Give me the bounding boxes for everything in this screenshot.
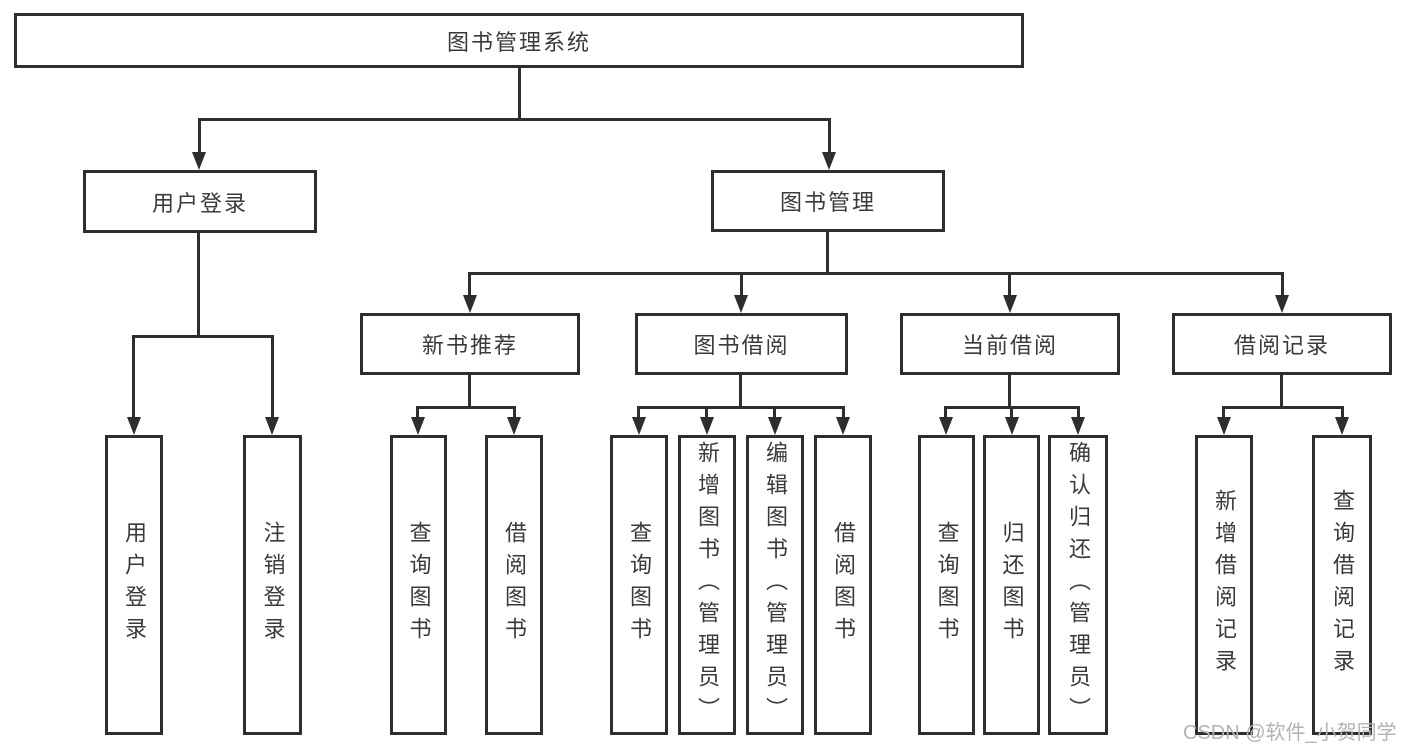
- connector-line: [1281, 272, 1284, 297]
- leaf-add-borrow-record: 新增借阅记录: [1195, 435, 1253, 735]
- leaf-label: 借阅图书: [502, 521, 527, 649]
- leaf-confirm-return-admin: 确认归还（管理员）: [1048, 435, 1108, 735]
- leaf-label: 查询图书: [627, 521, 652, 649]
- node-label: 图书借阅: [693, 333, 790, 358]
- arrowhead-icon: [1275, 295, 1289, 313]
- leaf-label: 新增图书（管理员）: [695, 441, 720, 729]
- connector-line: [198, 118, 831, 121]
- arrowhead-icon: [463, 295, 477, 313]
- csdn-watermark: CSDN @软件_小贺同学: [1183, 722, 1397, 744]
- connector-line: [468, 272, 1284, 275]
- leaf-user-login: 用户登录: [105, 435, 163, 735]
- arrowhead-icon: [1217, 417, 1231, 435]
- connector-line: [773, 406, 776, 419]
- node-label: 用户登录: [151, 190, 248, 216]
- connector-line: [637, 406, 845, 409]
- arrowhead-icon: [1071, 417, 1085, 435]
- connector-line: [1222, 406, 1225, 419]
- connector-line: [1077, 406, 1080, 419]
- connector-line: [198, 118, 201, 155]
- connector-line: [1008, 272, 1011, 297]
- node-label: 借阅记录: [1233, 333, 1330, 358]
- leaf-borrow-books-borrow: 借阅图书: [814, 435, 872, 735]
- connector-line: [842, 406, 845, 419]
- connector-line: [416, 406, 516, 409]
- connector-line: [416, 406, 419, 419]
- connector-line: [518, 68, 521, 118]
- node-label: 新书推荐: [421, 333, 518, 358]
- connector-line: [1010, 406, 1013, 419]
- leaf-borrow-books-recommend: 借阅图书: [485, 435, 543, 735]
- arrowhead-icon: [265, 417, 279, 435]
- leaf-edit-book-admin: 编辑图书（管理员）: [746, 435, 804, 735]
- connector-line: [132, 335, 274, 338]
- node-new-book-recommend: 新书推荐: [360, 313, 580, 375]
- leaf-return-book: 归还图书: [983, 435, 1040, 735]
- leaf-query-borrow-record: 查询借阅记录: [1312, 435, 1372, 735]
- leaf-label: 注销登录: [260, 521, 286, 649]
- connector-line: [739, 375, 742, 407]
- leaf-label: 借阅图书: [831, 521, 856, 649]
- node-borrowing-records: 借阅记录: [1172, 313, 1392, 375]
- node-current-borrowing: 当前借阅: [900, 313, 1120, 375]
- connector-line: [637, 406, 640, 419]
- leaf-label: 查询图书: [934, 521, 960, 649]
- arrowhead-icon: [192, 152, 206, 170]
- leaf-label: 用户登录: [122, 521, 147, 649]
- connector-line: [513, 406, 516, 419]
- connector-line: [1280, 375, 1283, 407]
- connector-line: [197, 233, 200, 336]
- leaf-label: 归还图书: [999, 521, 1025, 649]
- node-root-system: 图书管理系统: [14, 13, 1024, 68]
- arrowhead-icon: [1005, 417, 1019, 435]
- leaf-label: 新增借阅记录: [1212, 489, 1237, 681]
- arrowhead-icon: [700, 417, 714, 435]
- connector-line: [1341, 406, 1344, 419]
- arrowhead-icon: [734, 295, 748, 313]
- leaf-label: 查询借阅记录: [1330, 489, 1355, 681]
- arrowhead-icon: [632, 417, 646, 435]
- connector-line: [132, 335, 135, 419]
- arrowhead-icon: [127, 417, 141, 435]
- node-label: 当前借阅: [961, 333, 1058, 358]
- leaf-logout: 注销登录: [243, 435, 302, 735]
- node-label: 图书管理: [779, 190, 876, 215]
- connector-line: [468, 272, 471, 297]
- arrowhead-icon: [939, 417, 953, 435]
- arrowhead-icon: [822, 152, 836, 170]
- leaf-add-book-admin: 新增图书（管理员）: [678, 435, 736, 735]
- leaf-label: 确认归还（管理员）: [1066, 441, 1091, 729]
- arrowhead-icon: [1335, 417, 1349, 435]
- arrowhead-icon: [507, 417, 521, 435]
- connector-line: [271, 335, 274, 419]
- node-root-label: 图书管理系统: [446, 29, 591, 55]
- connector-line: [828, 118, 831, 155]
- connector-line: [468, 375, 471, 407]
- connector-line: [705, 406, 708, 419]
- connector-line: [944, 406, 947, 419]
- leaf-query-books-borrow: 查询图书: [610, 435, 668, 735]
- connector-line: [1008, 375, 1011, 407]
- leaf-label: 查询图书: [406, 521, 432, 649]
- leaf-query-books-recommend: 查询图书: [390, 435, 447, 735]
- leaf-label: 编辑图书（管理员）: [763, 441, 788, 729]
- connector-line: [1222, 406, 1344, 409]
- node-book-borrowing: 图书借阅: [635, 313, 848, 375]
- connector-line: [826, 232, 829, 274]
- arrowhead-icon: [768, 417, 782, 435]
- node-book-management-branch: 图书管理: [711, 170, 945, 232]
- node-user-login-branch: 用户登录: [83, 170, 317, 233]
- arrowhead-icon: [836, 417, 850, 435]
- arrowhead-icon: [1003, 295, 1017, 313]
- leaf-query-books-current: 查询图书: [918, 435, 975, 735]
- connector-line: [740, 272, 743, 297]
- arrowhead-icon: [411, 417, 425, 435]
